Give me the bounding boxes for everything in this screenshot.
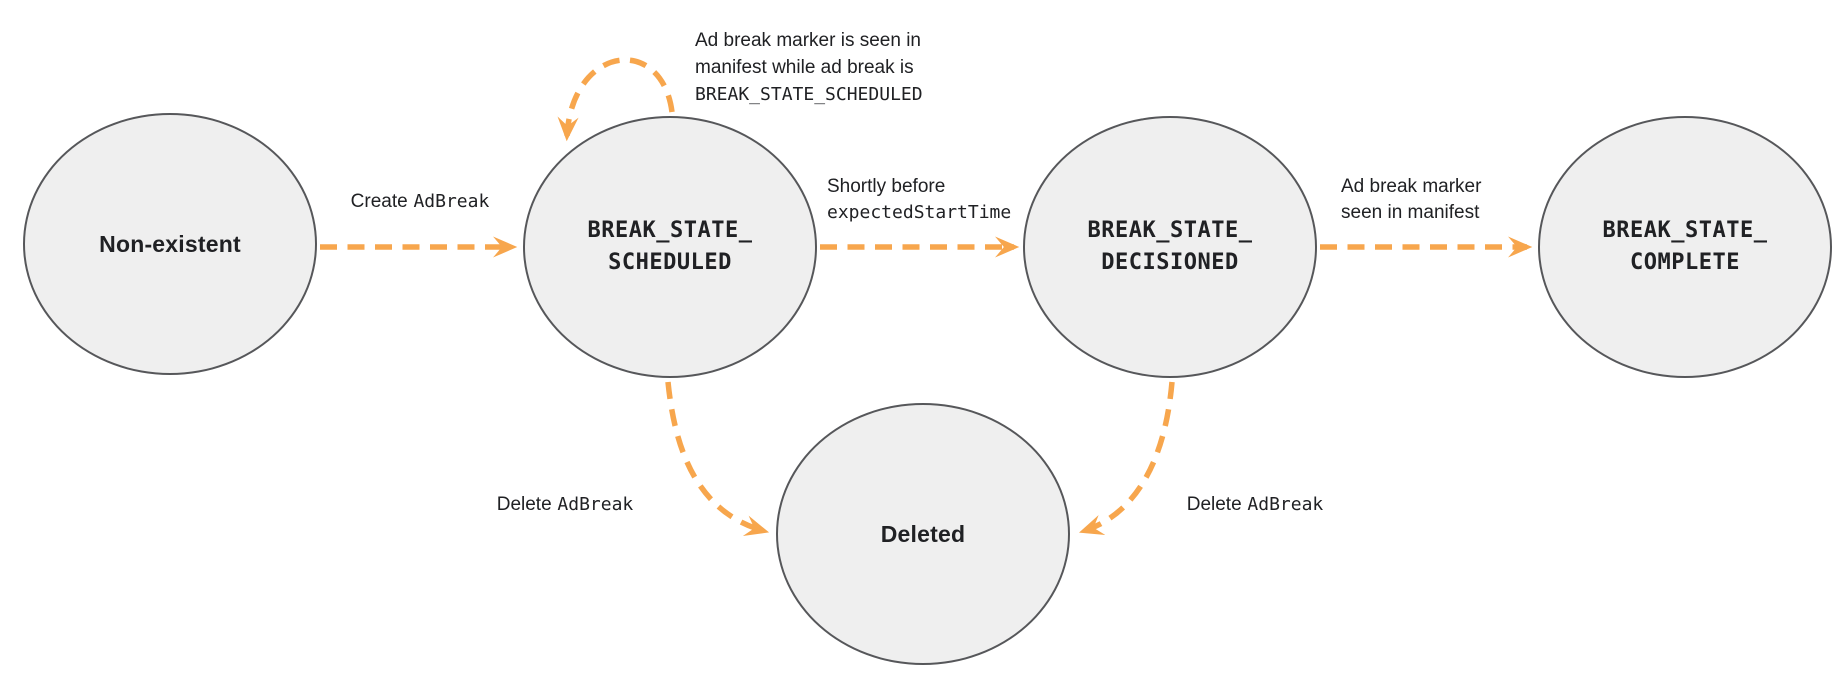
state-break-state-decisioned-label: BREAK_STATE_ DECISIONED xyxy=(1087,218,1253,275)
state-deleted-label: Deleted xyxy=(880,520,966,547)
state-non-existent: Non-existent xyxy=(23,113,317,375)
edge-label-marker-seen: Ad break marker seen in manifest xyxy=(1341,176,1482,223)
state-break-state-complete-label: BREAK_STATE_ COMPLETE xyxy=(1602,218,1768,275)
edge-label-shortly-before: Shortly before expectedStartTime xyxy=(827,176,1012,223)
state-break-state-scheduled: BREAK_STATE_ SCHEDULED xyxy=(523,116,817,378)
edge-self-loop-arrow xyxy=(557,57,675,142)
edge-delete-left-arrow xyxy=(665,381,770,536)
state-break-state-decisioned: BREAK_STATE_ DECISIONED xyxy=(1023,116,1317,378)
state-break-state-scheduled-label: BREAK_STATE_ SCHEDULED xyxy=(587,218,753,275)
state-break-state-complete: BREAK_STATE_ COMPLETE xyxy=(1538,116,1832,378)
state-deleted: Deleted xyxy=(776,403,1070,665)
edge-label-self-loop: Ad break marker is seen in manifest whil… xyxy=(695,30,923,105)
state-non-existent-label: Non-existent xyxy=(99,230,241,257)
